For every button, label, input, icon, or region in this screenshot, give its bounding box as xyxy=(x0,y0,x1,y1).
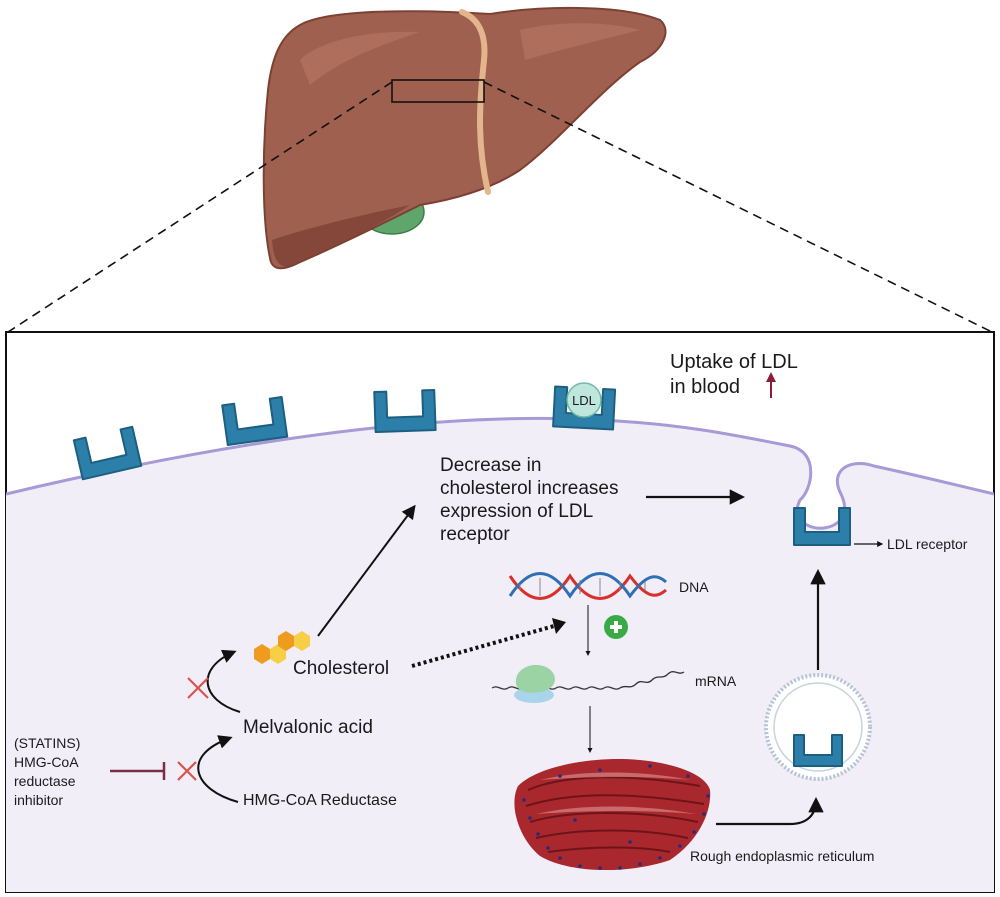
arrow-hmgcoa-to-mevalonate xyxy=(197,735,239,803)
cholesterol-molecule-icon xyxy=(254,631,310,664)
cross-icon-lower xyxy=(177,761,197,781)
statins-label-line4: inhibitor xyxy=(14,792,63,808)
ribosome-icon xyxy=(514,664,555,703)
decrease-label-line3: expression of LDL xyxy=(440,501,593,522)
ldl-receptor-surface-3 xyxy=(373,388,437,434)
falciform-ligament xyxy=(459,9,491,195)
ldl-receptor-label: LDL receptor xyxy=(887,536,968,552)
liver-organ xyxy=(262,6,667,270)
statins-label-line3: reductase xyxy=(14,773,76,789)
cell-cytoplasm xyxy=(6,418,994,892)
rough-er-label: Rough endoplasmic reticulum xyxy=(690,848,874,864)
uptake-label-line1: Uptake of LDL xyxy=(670,351,798,373)
arrow-cholesterol-to-dna-head xyxy=(552,618,566,634)
liver-shadow xyxy=(272,205,410,267)
decrease-label-line4: receptor xyxy=(440,524,510,545)
liver-highlight xyxy=(300,31,420,85)
hmg-coa-reductase-label: HMG-CoA Reductase xyxy=(243,792,397,809)
zoom-line-left xyxy=(7,81,393,333)
arrow-cholesterol-to-dna xyxy=(411,624,555,668)
zoom-line-right xyxy=(483,81,993,333)
rough-er-icon xyxy=(514,759,711,871)
mevalonic-acid-label: Melvalonic acid xyxy=(243,717,373,738)
dna-helix-icon xyxy=(508,572,668,600)
liver-highlight-right xyxy=(520,23,640,60)
ldl-particle-icon: LDL xyxy=(566,382,602,418)
arrow-cholesterol-to-expression xyxy=(317,504,416,637)
statins-label-line1: (STATINS) xyxy=(14,735,80,751)
plus-icon xyxy=(604,615,628,639)
decrease-label-line2: cholesterol increases xyxy=(440,478,618,499)
ldl-receptor-vesicle-icon xyxy=(793,734,843,767)
liver-body xyxy=(262,6,667,270)
cross-icon-upper xyxy=(187,677,209,699)
ldl-receptor-pit-icon xyxy=(793,507,851,546)
ldl-receptor-surface-2 xyxy=(221,396,289,447)
inhibition-tbar-icon xyxy=(110,762,166,780)
arrow-er-to-vesicle xyxy=(716,796,824,826)
dna-label: DNA xyxy=(679,579,709,595)
zoom-region-box xyxy=(391,79,485,103)
statins-label-line2: HMG-CoA xyxy=(14,754,79,770)
up-arrow-icon xyxy=(766,372,776,398)
ldl-receptor-surface-1 xyxy=(72,425,143,481)
ldl-receptor-surface-4 xyxy=(552,385,617,431)
decrease-label-line1: Decrease in xyxy=(440,455,541,476)
uptake-label-line2: in blood xyxy=(670,376,740,398)
ldl-particle-label: LDL xyxy=(572,393,596,408)
cholesterol-label: Cholesterol xyxy=(293,658,389,679)
mrna-label: mRNA xyxy=(695,673,737,689)
arrow-mevalonate-to-cholesterol xyxy=(206,649,241,713)
